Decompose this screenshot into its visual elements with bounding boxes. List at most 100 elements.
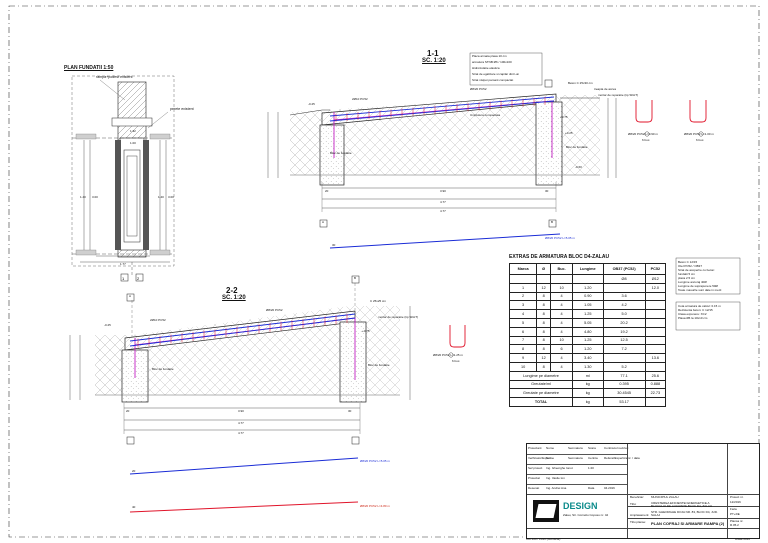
section1-label-concrete: Beton C 25x30 cm bbox=[568, 81, 593, 85]
extras-cell: 13.6 bbox=[644, 353, 667, 363]
section1-axis-b: B bbox=[551, 220, 554, 224]
section1-label-rebar1: 2Ø10 PC52 bbox=[352, 97, 368, 101]
extras-subheader-cell bbox=[508, 274, 538, 284]
extras-cell bbox=[644, 300, 667, 311]
extras-cell: 7 bbox=[508, 335, 538, 346]
section1-label-rebar2: Ø8/20 PC52 bbox=[470, 87, 487, 91]
extras-cell: 4 bbox=[550, 300, 573, 311]
sheet-value: R.05.2 bbox=[730, 523, 739, 527]
extras-cell: 1.20 bbox=[572, 344, 604, 355]
extras-cell: 2 bbox=[508, 291, 538, 302]
section1-label-steps: treapta de acces bbox=[594, 87, 617, 91]
extras-cell: 4 bbox=[508, 309, 538, 319]
extras-cell: 8 bbox=[536, 326, 552, 337]
company-line: Zalau, Str. Corneliu Coposu nr. 42 bbox=[563, 513, 609, 517]
extras-cell: 9 bbox=[508, 353, 538, 363]
extras-cell: 6 bbox=[550, 344, 573, 355]
extras-cell: 8 bbox=[508, 344, 538, 355]
extras-cell: 12 bbox=[536, 353, 552, 363]
extras-cell: 3 bbox=[508, 300, 538, 311]
plan-axis-1: 1 bbox=[122, 276, 125, 281]
beneficiary-value: MUNICIPIUL ZALAU bbox=[651, 495, 679, 499]
plan-label-ramp: rampa+podest existent bbox=[96, 75, 133, 79]
extras-cell: 4.80 bbox=[572, 326, 604, 337]
extras-cell: 10 bbox=[508, 361, 538, 372]
section2-dim-inner: 3.90 bbox=[238, 409, 244, 413]
sheet-label: Plansa nr. bbox=[730, 519, 744, 523]
section1-elev-mid: +0.25 bbox=[565, 131, 573, 135]
stirrup1-label: Ø8/20 PC52 L=0.90 m bbox=[628, 132, 658, 136]
extras-cell: 10 bbox=[550, 335, 573, 346]
revision-cell: Semnatura bbox=[568, 456, 583, 460]
extras-cell bbox=[644, 291, 667, 302]
plan-dim-top: 1.32 bbox=[130, 129, 136, 133]
section1-note-2: armatura STNB Ø6 / 100x100 bbox=[472, 60, 512, 64]
note-line: Strat de acoperire cu beton: bbox=[678, 268, 716, 273]
extras-cell: 3.6 bbox=[602, 291, 646, 302]
revision-cell: Nume bbox=[546, 446, 555, 450]
extras-cell: 12 bbox=[536, 282, 552, 293]
extras-cell: 4 bbox=[550, 353, 573, 363]
extras-cell: 4 bbox=[550, 326, 573, 337]
extras-cell bbox=[644, 335, 667, 346]
section2-label-found-l: Bloc de fundatie bbox=[152, 367, 174, 371]
stirrup2-qty: 6 buc. bbox=[696, 138, 705, 142]
revision-cell: Verificator/Expert bbox=[528, 456, 551, 460]
extras-sum-v2: 0.888 bbox=[644, 379, 667, 390]
revision-cell: Scara bbox=[588, 446, 596, 450]
revision-cell: Proiectat bbox=[528, 476, 540, 480]
revision-cell: Ing. Vasile Ion bbox=[546, 476, 565, 480]
extras-subheader-cell bbox=[550, 274, 573, 284]
project-no-label: Proiect nr. bbox=[730, 495, 744, 499]
revision-cell: 1:20 bbox=[588, 466, 594, 470]
note-line: fundatii 5 cm bbox=[678, 272, 696, 277]
section1-dim-left: 20 bbox=[325, 189, 329, 193]
section1-dim-inner: 3.90 bbox=[440, 189, 446, 193]
extras-sum-v2 bbox=[644, 397, 667, 407]
plan-dim-left: 3.00 bbox=[92, 195, 98, 199]
section1-note-3: Hidroizolatie elastica bbox=[472, 66, 500, 70]
note-line: Plasa Ø6 la 10x10 cm bbox=[678, 316, 708, 321]
note-line: Beton C 12/15 bbox=[678, 260, 698, 264]
section2-label-rebar1: 2Ø10 PC52 bbox=[150, 318, 166, 322]
extras-cell: 7.2 bbox=[602, 344, 646, 355]
section2-dim-right: 30 bbox=[348, 409, 352, 413]
section2-rebar-b: Ø8/20 PC52 L=4.80 m bbox=[360, 504, 390, 508]
phase-value: PT+DE bbox=[730, 512, 740, 516]
extras-cell bbox=[644, 309, 667, 319]
section1-rebar-bottom: Ø8/20 PC52 L=5.05 m bbox=[545, 236, 575, 240]
section2-dim-len: 4.77 bbox=[238, 431, 244, 435]
extras-subheader-cell bbox=[536, 274, 552, 284]
location-label: Amplasament: bbox=[630, 513, 650, 517]
section2-bar-a-no: 20 bbox=[132, 469, 136, 473]
section2-elev-top: +0.75 bbox=[362, 329, 370, 333]
plan-dim-bottom: 1.77 bbox=[120, 262, 126, 266]
extras-header-cell: PC52 bbox=[644, 263, 667, 275]
section1-dim-len: 4.77 bbox=[440, 209, 446, 213]
extras-subheader-cell bbox=[572, 274, 604, 284]
extras-cell: 12.0 bbox=[644, 282, 667, 293]
revision-cell: Ing. Andrei Ana bbox=[546, 486, 567, 490]
plan-dim-right: 3.00 bbox=[168, 195, 174, 199]
plan-title: PLAN FUNDATII 1:50 bbox=[64, 65, 114, 71]
extras-cell: 4 bbox=[550, 361, 573, 372]
section1-label-found-l: Bloc de fundatie bbox=[330, 151, 352, 155]
extras-sum-unit: ml bbox=[572, 370, 604, 381]
extras-sum-v1: 0.395 bbox=[602, 379, 646, 390]
section2-label-support: mortar de reparatie (tip SIGIT) bbox=[378, 315, 419, 319]
section1-note-4: Strat de egalizare si capilar dintr-un bbox=[472, 72, 520, 76]
section1-scale: SC. 1:20 bbox=[422, 58, 446, 64]
extras-title: EXTRAS DE ARMATURA BLOC D4-ZALAU bbox=[509, 254, 610, 260]
